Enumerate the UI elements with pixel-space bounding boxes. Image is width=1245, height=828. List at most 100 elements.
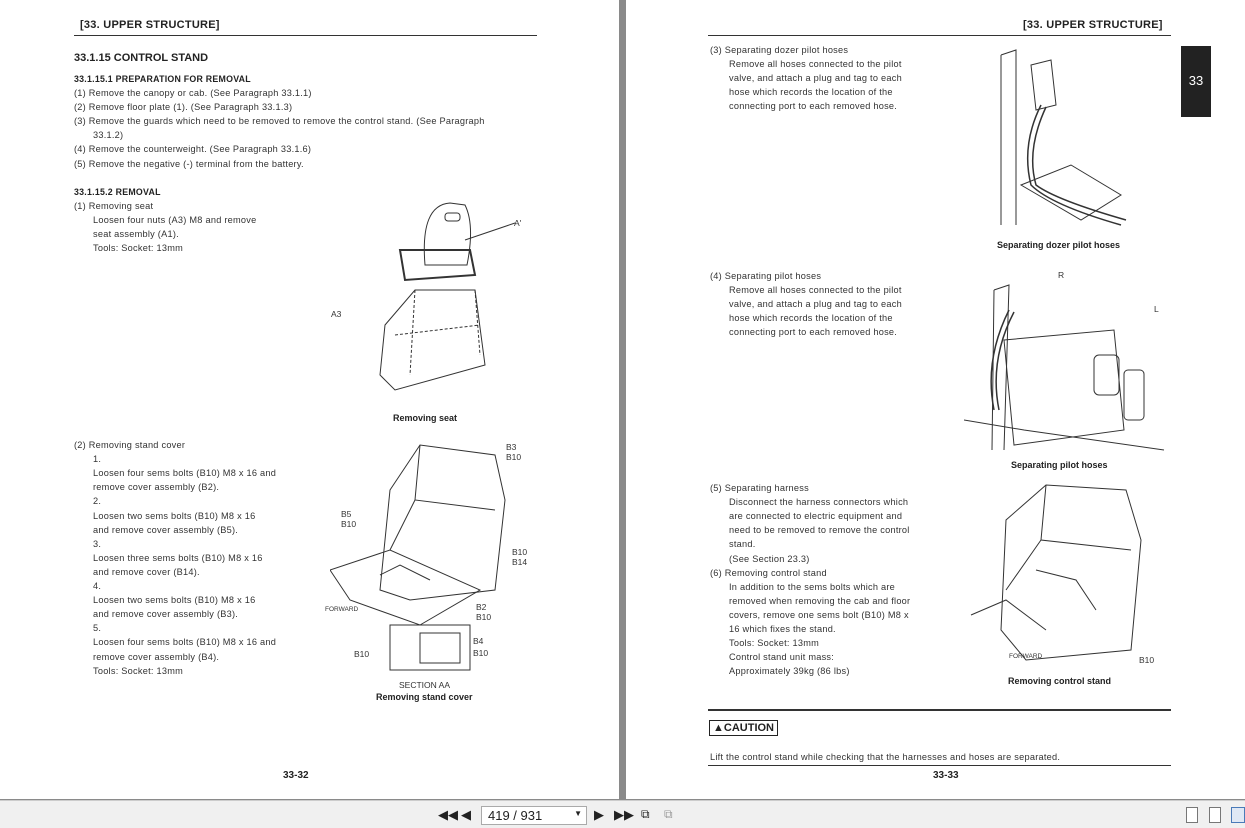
label-forward: FORWARD bbox=[325, 606, 359, 613]
figure-caption: Removing seat bbox=[393, 413, 458, 423]
page-number: 33-32 bbox=[283, 770, 309, 781]
figure-caption: Separating pilot hoses bbox=[1011, 460, 1108, 470]
page-number-field[interactable]: 419 / 931▼ bbox=[481, 806, 587, 825]
text-line: Loosen two sems bolts (B10) M8 x 16 bbox=[93, 595, 256, 606]
text-line: Remove all hoses connected to the pilot bbox=[729, 59, 902, 70]
text-line: (See Section 23.3) bbox=[729, 553, 810, 564]
label-a3: A3 bbox=[331, 309, 342, 319]
text-line: 3. bbox=[93, 538, 102, 549]
fit-page-icon[interactable]: ⧉ bbox=[641, 807, 650, 821]
text-line: remove cover assembly (B4). bbox=[93, 651, 220, 662]
text-line: Loosen four sems bolts (B10) M8 x 16 and bbox=[93, 637, 277, 648]
viewer-toolbar: ◀◀ ◀ 419 / 931▼ ▶ ▶▶ ⧉ ⧉ bbox=[0, 800, 1245, 828]
left-page: [33. UPPER STRUCTURE] 33.1.15 CONTROL ST… bbox=[0, 0, 619, 799]
last-page-icon[interactable]: ▶▶ bbox=[614, 807, 634, 822]
seat-figure bbox=[379, 202, 516, 391]
text-line: Loosen four sems bolts (B10) M8 x 16 and bbox=[93, 468, 277, 479]
two-page-view-icon[interactable] bbox=[1231, 807, 1245, 823]
text-line: connecting port to each removed hose. bbox=[729, 327, 898, 338]
text-line: and remove cover (B14). bbox=[93, 566, 200, 577]
text-line: need to be removed to remove the control bbox=[729, 525, 910, 536]
label-b10: B10 bbox=[354, 649, 370, 659]
fit-width-icon[interactable]: ⧉ bbox=[664, 807, 673, 821]
text-line: (6) Removing control stand bbox=[710, 567, 827, 578]
chapter-tab: 33 bbox=[1181, 46, 1211, 117]
text-line: (4) Remove the counterweight. (See Parag… bbox=[74, 144, 312, 155]
chevron-down-icon[interactable]: ▼ bbox=[574, 809, 582, 818]
single-page-view-icon[interactable] bbox=[1186, 807, 1198, 823]
text-line: 16 which fixes the stand. bbox=[729, 624, 836, 634]
text-line: connecting port to each removed hose. bbox=[729, 101, 898, 112]
text-line: (3) Remove the guards which need to be r… bbox=[74, 116, 485, 127]
pilot-hoses-figure bbox=[964, 284, 1165, 451]
dozer-hoses-figure bbox=[1000, 49, 1127, 226]
label-r: R bbox=[1058, 270, 1065, 280]
page-header: [33. UPPER STRUCTURE] bbox=[80, 19, 220, 31]
text-line: (5) Remove the negative (-) terminal fro… bbox=[74, 158, 304, 169]
text-line: Loosen four nuts (A3) M8 and remove bbox=[93, 215, 257, 226]
text-line: hose which records the location of the bbox=[729, 87, 893, 98]
text-line: (2) Remove floor plate (1). (See Paragra… bbox=[74, 102, 293, 113]
page-header: [33. UPPER STRUCTURE] bbox=[1023, 19, 1163, 31]
text-line: (3) Separating dozer pilot hoses bbox=[710, 45, 849, 55]
text-line: Loosen three sems bolts (B10) M8 x 16 bbox=[93, 552, 263, 563]
text-line: 33.1.2) bbox=[93, 130, 124, 141]
text-line: are connected to electric equipment and bbox=[729, 511, 903, 522]
text-line: remove cover assembly (B2). bbox=[93, 482, 220, 493]
label-forward: FORWARD bbox=[1009, 653, 1043, 660]
section-title: 33.1.15 CONTROL STAND bbox=[74, 52, 209, 64]
control-stand-figure bbox=[970, 484, 1142, 661]
text-line: (4) Separating pilot hoses bbox=[710, 271, 822, 281]
text-line: Remove all hoses connected to the pilot bbox=[729, 285, 902, 296]
warning-icon: ▲ bbox=[713, 722, 724, 734]
text-line: 2. bbox=[93, 496, 102, 507]
text-line: hose which records the location of the bbox=[729, 313, 893, 324]
section-label: SECTION AA bbox=[399, 680, 451, 690]
first-page-icon[interactable]: ◀◀ bbox=[438, 807, 458, 822]
right-page: [33. UPPER STRUCTURE] 33 (3) Separating … bbox=[626, 0, 1245, 799]
text-line: valve, and attach a plug and tag to each bbox=[729, 299, 902, 310]
figure-caption: Removing control stand bbox=[1008, 676, 1112, 686]
text-line: seat assembly (A1). bbox=[93, 229, 179, 240]
removal-heading: 33.1.15.2 REMOVAL bbox=[74, 187, 161, 197]
label-a-prime: A' bbox=[514, 218, 522, 228]
text-line: and remove cover assembly (B5). bbox=[93, 524, 239, 535]
figure-caption: Removing stand cover bbox=[376, 692, 473, 702]
continuous-view-icon[interactable] bbox=[1209, 807, 1221, 823]
text-line: Tools: Socket: 13mm bbox=[729, 638, 820, 649]
text-line: stand. bbox=[729, 539, 756, 550]
text-line: Control stand unit mass: bbox=[729, 652, 835, 663]
text-line: 4. bbox=[93, 581, 102, 591]
text-line: (2) Removing stand cover bbox=[74, 440, 186, 450]
next-page-icon[interactable]: ▶ bbox=[594, 807, 604, 822]
label-b10: B10 bbox=[1139, 655, 1155, 665]
text-line: Tools: Socket: 13mm bbox=[93, 665, 184, 676]
label-l: L bbox=[1154, 304, 1159, 314]
text-line: Disconnect the harness connectors which bbox=[729, 497, 909, 508]
caution-badge: ▲CAUTION bbox=[709, 720, 778, 736]
text-line: (1) Remove the canopy or cab. (See Parag… bbox=[74, 88, 312, 98]
stand-cover-figure bbox=[330, 444, 506, 671]
text-line: In addition to the sems bolts which are bbox=[729, 581, 896, 592]
figure-caption: Separating dozer pilot hoses bbox=[997, 240, 1121, 250]
text-line: (1) Removing seat bbox=[74, 201, 154, 211]
text-line: covers, remove one sems bolt (B10) M8 x bbox=[729, 609, 909, 620]
prep-heading: 33.1.15.1 PREPARATION FOR REMOVAL bbox=[74, 74, 251, 84]
text-line: and remove cover assembly (B3). bbox=[93, 609, 239, 620]
caution-text: Lift the control stand while checking th… bbox=[710, 752, 1061, 762]
page-number: 33-33 bbox=[933, 770, 959, 781]
text-line: 5. bbox=[93, 623, 102, 634]
prev-page-icon[interactable]: ◀ bbox=[461, 807, 471, 822]
text-line: valve, and attach a plug and tag to each bbox=[729, 73, 902, 84]
text-line: Loosen two sems bolts (B10) M8 x 16 bbox=[93, 510, 256, 521]
text-line: 1. bbox=[93, 454, 102, 465]
text-line: removed when removing the cab and floor bbox=[729, 595, 911, 606]
text-line: (5) Separating harness bbox=[710, 483, 809, 493]
text-line: Approximately 39kg (86 lbs) bbox=[729, 666, 850, 677]
text-line: Tools: Socket: 13mm bbox=[93, 243, 184, 254]
